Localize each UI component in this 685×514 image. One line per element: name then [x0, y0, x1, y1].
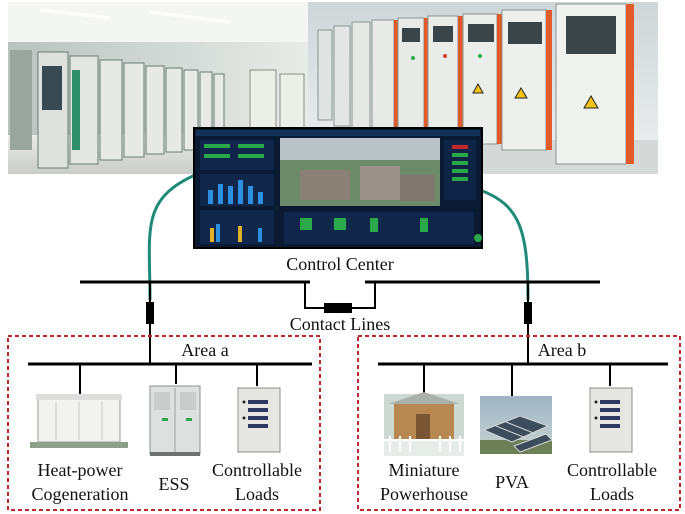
device-label-controllable-loads-a-line1: Controllable [212, 460, 302, 480]
device-label-pva: PVA [495, 472, 529, 492]
device-label-miniature-powerhouse-line1: Miniature [389, 460, 460, 480]
device-label-miniature-powerhouse-line2: Powerhouse [380, 484, 468, 504]
device-label-controllable-loads-a-line2: Loads [235, 484, 279, 504]
controllable-loads-cabinet-image-b [589, 387, 633, 453]
control-center-label: Control Center [286, 254, 393, 274]
contact-lines-label: Contact Lines [290, 314, 390, 334]
device-label-ess: ESS [158, 474, 189, 494]
equipment-room-photo-left [8, 2, 308, 174]
comm-cable-left [147, 173, 196, 301]
main-bus [80, 280, 600, 364]
device-label-heat-power-line2: Cogeneration [32, 484, 129, 504]
miniature-powerhouse-image [384, 392, 464, 456]
area-b: Miniature Powerhouse PVA Controllable Lo… [357, 335, 681, 511]
area-b-label: Area b [538, 340, 586, 360]
area-a-label: Area a [181, 340, 228, 360]
pva-image [480, 396, 553, 454]
ess-cabinet-image [149, 385, 201, 456]
heat-power-cogeneration-image [30, 394, 128, 448]
comm-cable-right [479, 188, 530, 301]
device-label-controllable-loads-b-line1: Controllable [567, 460, 657, 480]
controllable-loads-cabinet-image-a [237, 387, 281, 453]
area-a: Heat-power Cogeneration ESS Controllable… [7, 335, 321, 511]
device-label-controllable-loads-b-line2: Loads [590, 484, 634, 504]
device-label-heat-power-line1: Heat-power [38, 460, 123, 480]
control-center-screen [193, 127, 483, 249]
